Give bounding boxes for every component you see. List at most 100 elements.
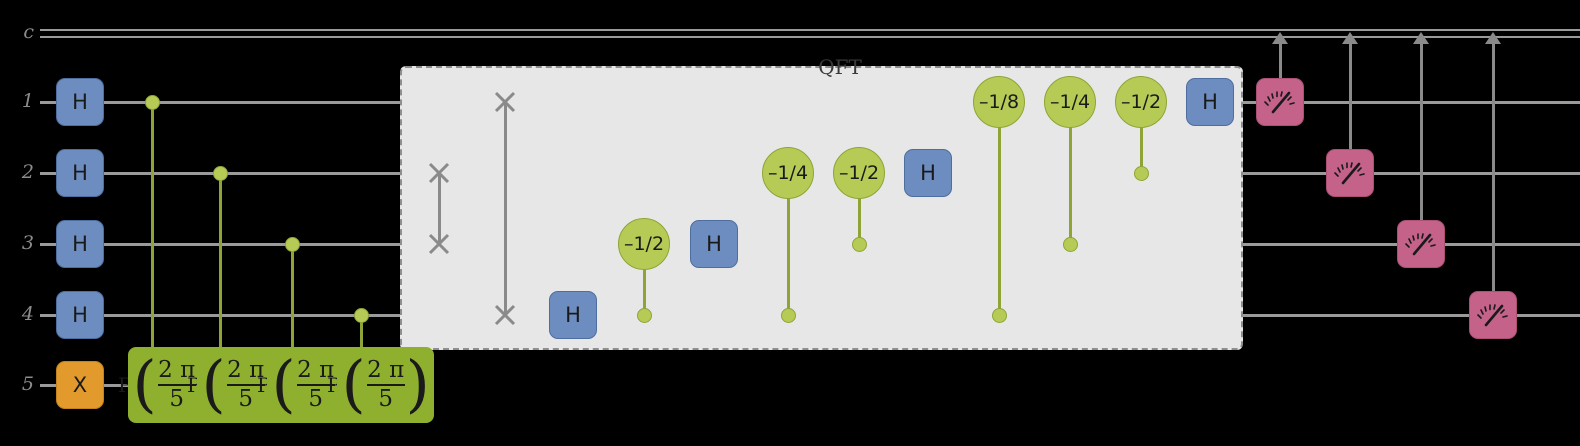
swap-x-icon-wire1[interactable] <box>494 91 516 113</box>
control-dot-p2-wire2[interactable] <box>213 166 228 181</box>
hadamard-gate-wire4[interactable]: H <box>56 291 104 339</box>
swap-link-1-4 <box>504 102 507 315</box>
measure-gate-wire4[interactable] <box>1469 291 1517 339</box>
classical-wire-bottom <box>40 36 1580 38</box>
control-dot-cp6-wire2[interactable] <box>1134 166 1149 181</box>
denominator: 5 <box>308 386 323 413</box>
phase-gate-cp3-wire2[interactable]: –1/2 <box>833 147 885 199</box>
control-dot-p4-wire4[interactable] <box>354 308 369 323</box>
meter-icon <box>1264 91 1295 114</box>
control-link-cp3 <box>858 173 861 244</box>
measure-arrowhead-4 <box>1485 32 1501 44</box>
p-gate-prefix: P <box>257 373 271 397</box>
denominator: 5 <box>169 386 184 413</box>
phase-gate-cp5-wire1[interactable]: –1/4 <box>1044 76 1096 128</box>
control-link-p3 <box>291 244 294 350</box>
control-link-cp6 <box>1140 102 1143 173</box>
p-gate-body: ( 2 π 5 ) <box>337 347 434 423</box>
wire-label-1: 1 <box>21 90 34 112</box>
control-dot-p1-wire1[interactable] <box>145 95 160 110</box>
gate-label: H <box>565 303 581 327</box>
swap-x-icon-wire3[interactable] <box>428 233 450 255</box>
phase-label: –1/4 <box>767 162 809 184</box>
qft-hadamard-wire1[interactable]: H <box>1186 78 1234 126</box>
fraction-bar <box>226 383 265 387</box>
gate-label: H <box>1202 90 1218 114</box>
meter-icon <box>1477 304 1508 327</box>
gate-label: H <box>920 161 936 185</box>
phase-gate-cp4-wire1[interactable]: –1/8 <box>973 76 1025 128</box>
control-dot-p3-wire3[interactable] <box>285 237 300 252</box>
gate-label: H <box>706 232 722 256</box>
gate-label: H <box>72 161 88 185</box>
control-link-p2 <box>219 173 222 350</box>
measure-arrow-4 <box>1492 42 1495 301</box>
wire-label-5: 5 <box>21 373 34 395</box>
fraction-bar <box>366 383 405 387</box>
hadamard-gate-wire3[interactable]: H <box>56 220 104 268</box>
control-dot-cp2-wire4[interactable] <box>781 308 796 323</box>
fraction: 2 π 5 <box>157 356 196 413</box>
fraction: 2 π 5 <box>296 356 335 413</box>
fraction-bar <box>157 383 196 387</box>
control-dot-cp4-wire4[interactable] <box>992 308 1007 323</box>
fraction: 2 π 5 <box>226 356 265 413</box>
measure-gate-wire1[interactable] <box>1256 78 1304 126</box>
hadamard-gate-wire2[interactable]: H <box>56 149 104 197</box>
phase-label: –1/2 <box>838 162 880 184</box>
denominator: 5 <box>238 386 253 413</box>
control-link-cp4 <box>998 102 1001 315</box>
phase-gate-cp6-wire1[interactable]: –1/2 <box>1115 76 1167 128</box>
phase-label: –1/2 <box>1120 91 1162 113</box>
control-link-cp5 <box>1069 102 1072 244</box>
hadamard-gate-wire1[interactable]: H <box>56 78 104 126</box>
control-link-cp1 <box>643 244 646 315</box>
control-link-cp2 <box>787 173 790 315</box>
swap-x-icon-wire4[interactable] <box>494 304 516 326</box>
control-dot-cp1-wire4[interactable] <box>637 308 652 323</box>
gate-label: H <box>72 303 88 327</box>
wire-label-4: 4 <box>21 303 34 325</box>
control-link-p1 <box>151 102 154 350</box>
measure-arrow-1 <box>1279 42 1282 88</box>
qft-hadamard-wire2[interactable]: H <box>904 149 952 197</box>
numerator: 2 π <box>158 356 196 383</box>
qft-hadamard-wire3[interactable]: H <box>690 220 738 268</box>
control-dot-cp3-wire3[interactable] <box>852 237 867 252</box>
numerator: 2 π <box>227 356 265 383</box>
measure-arrow-3 <box>1420 42 1423 230</box>
swap-x-icon-wire2[interactable] <box>428 162 450 184</box>
fraction-bar <box>296 383 335 387</box>
wire-label-3: 3 <box>21 232 34 254</box>
qft-block[interactable] <box>400 66 1243 350</box>
numerator: 2 π <box>297 356 335 383</box>
denominator: 5 <box>378 386 393 413</box>
gate-label: H <box>72 90 88 114</box>
wire-label-c: c <box>23 21 34 43</box>
measure-arrowhead-1 <box>1272 32 1288 44</box>
measure-gate-wire2[interactable] <box>1326 149 1374 197</box>
measure-arrowhead-3 <box>1413 32 1429 44</box>
p-gate-prefix: P <box>118 373 132 397</box>
phase-gate-cp2-wire2[interactable]: –1/4 <box>762 147 814 199</box>
phase-label: –1/4 <box>1049 91 1091 113</box>
pauli-x-gate-wire5[interactable]: X <box>56 361 104 409</box>
measure-arrow-2 <box>1349 42 1352 159</box>
qft-hadamard-wire4[interactable]: H <box>549 291 597 339</box>
phase-label: –1/8 <box>978 91 1020 113</box>
meter-icon <box>1405 233 1436 256</box>
gate-label: X <box>72 373 88 397</box>
measure-gate-wire3[interactable] <box>1397 220 1445 268</box>
p-gate-prefix: P <box>327 373 341 397</box>
control-dot-cp5-wire3[interactable] <box>1063 237 1078 252</box>
qft-block-label: QFT <box>818 55 862 77</box>
meter-icon <box>1334 162 1365 185</box>
p-gate-prefix: P <box>187 373 201 397</box>
p-gate-4[interactable]: P ( 2 π 5 ) <box>327 347 434 423</box>
fraction: 2 π 5 <box>366 356 405 413</box>
phase-gate-cp1-wire3[interactable]: –1/2 <box>618 218 670 270</box>
swap-link-2-3 <box>438 173 441 244</box>
measure-arrowhead-2 <box>1342 32 1358 44</box>
phase-label: –1/2 <box>623 233 665 255</box>
numerator: 2 π <box>367 356 405 383</box>
